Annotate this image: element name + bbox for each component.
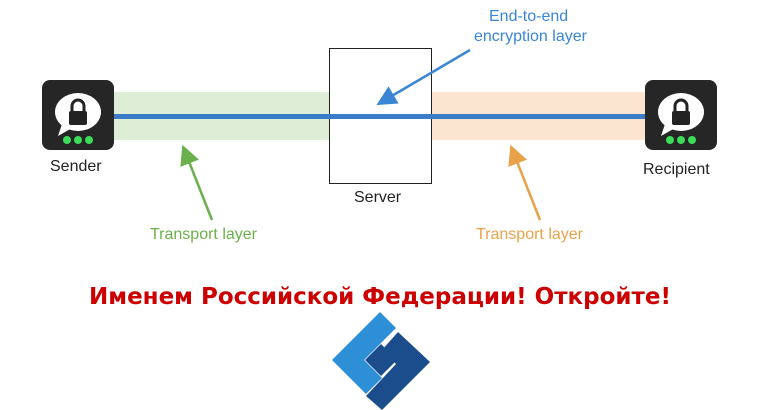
sender-app-icon bbox=[42, 80, 114, 150]
transport-label-right: Transport layer bbox=[476, 226, 583, 243]
server-label: Server bbox=[354, 189, 402, 206]
e2e-label-1: End-to-end bbox=[489, 8, 569, 25]
e2e-arrow bbox=[376, 48, 471, 106]
transport-label-left: Transport layer bbox=[150, 226, 257, 243]
e2e-label-2: encryption layer bbox=[474, 28, 587, 45]
transport-arrow-right bbox=[508, 144, 542, 221]
roskomnadzor-logo bbox=[332, 312, 430, 410]
transport-arrow-left bbox=[180, 144, 214, 221]
arrows bbox=[180, 48, 542, 221]
encryption-line bbox=[110, 114, 650, 119]
recipient-app-icon bbox=[645, 80, 717, 150]
banner-text: Именем Российской Федерации! Откройте! bbox=[89, 284, 671, 310]
sender-label: Sender bbox=[50, 158, 102, 175]
recipient-label: Recipient bbox=[643, 161, 710, 178]
